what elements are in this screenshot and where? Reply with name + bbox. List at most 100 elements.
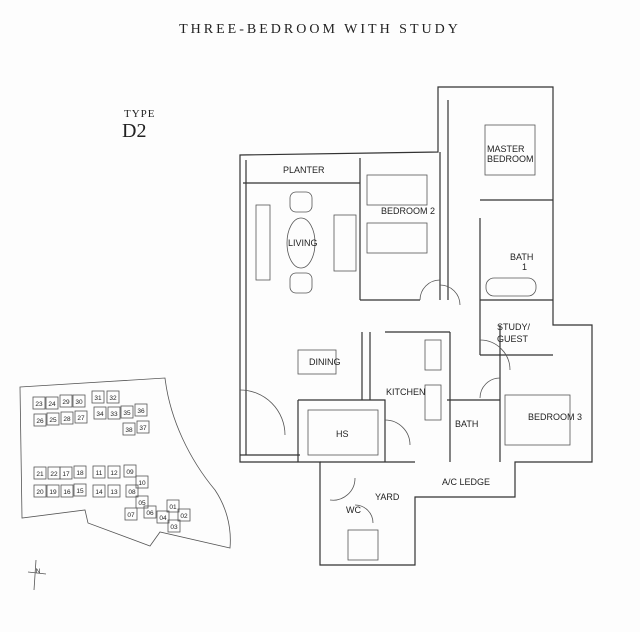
site-block-number: 03 (170, 524, 178, 531)
site-block-number: 16 (63, 489, 71, 496)
walls (239, 86, 593, 566)
site-block-number: 01 (169, 504, 177, 511)
plan-title: THREE-BEDROOM WITH STUDY (179, 22, 461, 37)
site-block-number: 14 (95, 489, 103, 496)
site-block-number: 31 (94, 395, 102, 402)
site-block-outline (73, 483, 87, 497)
room-bedroom-2: BEDROOM 2 (381, 206, 435, 216)
site-block-outline (124, 507, 138, 521)
site-block-outline (73, 465, 87, 479)
site-block-outline (33, 413, 47, 427)
furniture (255, 124, 571, 561)
site-block-outline (59, 466, 73, 480)
site-block-outline (123, 464, 137, 478)
site-block-number: 35 (123, 410, 131, 417)
site-block-number: 28 (63, 416, 71, 423)
site-block-number: 27 (77, 415, 85, 422)
room-living: LIVING (288, 238, 318, 248)
site-block-outline (135, 475, 149, 489)
room-master-bedroom-line2: BEDROOM (487, 154, 534, 164)
site-block-number: 11 (96, 470, 103, 477)
room-bath-1-number: 1 (522, 262, 527, 272)
north-arrow-icon (27, 559, 47, 591)
site-block-number: 26 (36, 418, 44, 425)
site-block-outline (156, 510, 170, 524)
site-block-outline (136, 420, 150, 434)
site-block-number: 19 (49, 489, 57, 496)
site-block-number: 02 (180, 513, 188, 520)
site-block-outline (107, 465, 121, 479)
room-dining: DINING (309, 357, 341, 367)
site-block-number: 30 (75, 399, 83, 406)
site-block-outline (106, 390, 120, 404)
type-value: D2 (122, 120, 147, 142)
site-block-outline (177, 508, 191, 522)
site-block-number: 13 (110, 489, 118, 496)
site-block-number: 06 (146, 510, 154, 517)
room-kitchen: KITCHEN (386, 387, 426, 397)
site-block-outline (120, 405, 134, 419)
site-block-number: 05 (138, 500, 146, 507)
room-ac-ledge: A/C LEDGE (442, 477, 490, 487)
site-block-outline (59, 394, 73, 408)
site-block-outline (45, 396, 59, 410)
site-block-number: 08 (128, 489, 136, 496)
room-bedroom-3: BEDROOM 3 (528, 412, 582, 422)
site-block-number: 21 (36, 471, 44, 478)
room-labels: PLANTER LIVING BEDROOM 2 MASTER BEDROOM … (283, 144, 582, 515)
site-block-outline (122, 422, 136, 436)
north-label: N (36, 568, 41, 575)
site-block-outline (46, 484, 60, 498)
room-bath-1: BATH (510, 252, 533, 262)
site-block-outline (92, 465, 106, 479)
site-block-number: 23 (35, 401, 43, 408)
site-block-number: 24 (48, 401, 56, 408)
site-block-number: 29 (62, 399, 70, 406)
site-block-number: 25 (49, 417, 57, 424)
site-block-number: 18 (76, 470, 84, 477)
site-block-outline (135, 495, 149, 509)
site-block-number: 07 (127, 512, 135, 519)
site-block-number: 36 (137, 408, 145, 415)
room-study: STUDY/ (497, 322, 531, 332)
site-block-outline (60, 411, 74, 425)
site-block-outline (167, 519, 181, 533)
room-wc: WC (346, 505, 361, 515)
site-block-number: 04 (159, 515, 167, 522)
site-block-number: 17 (62, 471, 70, 478)
room-yard: YARD (375, 492, 400, 502)
site-block-number: 32 (109, 395, 117, 402)
site-block-outline (125, 484, 139, 498)
site-block-outline (60, 484, 74, 498)
room-planter: PLANTER (283, 165, 325, 175)
room-bath: BATH (455, 419, 478, 429)
site-block-outline (134, 403, 148, 417)
site-block-outline (143, 505, 157, 519)
site-block-number: 38 (125, 427, 133, 434)
site-block-outline (33, 484, 47, 498)
site-block-number: 22 (50, 471, 58, 478)
type-label: TYPE (124, 108, 156, 120)
site-block-number: 12 (110, 470, 118, 477)
site-block-outline (91, 390, 105, 404)
site-block-number: 15 (76, 488, 84, 495)
site-block-number: 33 (110, 411, 118, 418)
site-block-outline (107, 484, 121, 498)
site-block-outline (107, 406, 121, 420)
site-block-outline (72, 394, 86, 408)
site-block-number: 10 (138, 480, 146, 487)
site-block-number: 20 (36, 489, 44, 496)
site-block-outline (74, 410, 88, 424)
room-guest: GUEST (497, 334, 529, 344)
site-block-outline (33, 466, 47, 480)
site-block-outline (166, 499, 180, 513)
room-hs: HS (336, 429, 349, 439)
room-master-bedroom-line1: MASTER (487, 144, 525, 154)
site-block-outline (93, 406, 107, 420)
site-block-number: 34 (96, 411, 104, 418)
site-block-number: 09 (126, 469, 134, 476)
site-block-outline (92, 484, 106, 498)
